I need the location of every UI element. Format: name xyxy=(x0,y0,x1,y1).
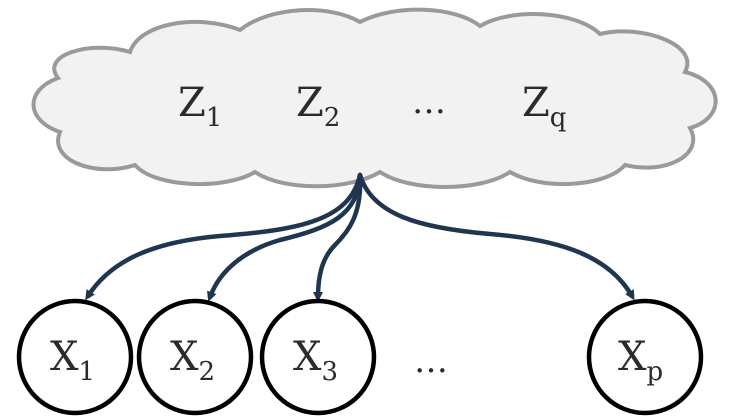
x2-subscript: 2 xyxy=(198,357,215,387)
arrow-to-x3 xyxy=(313,172,363,302)
z2-base: Z xyxy=(296,80,324,126)
x3-base: X xyxy=(293,334,322,380)
x1-base: X xyxy=(50,334,79,380)
svg-text:X3: X3 xyxy=(293,334,338,387)
x3-circle xyxy=(259,298,377,416)
observed-ellipsis: … xyxy=(414,341,448,381)
z2-subscript: 2 xyxy=(324,103,341,133)
z1-base: Z xyxy=(178,80,206,126)
arrow-to-xp xyxy=(357,172,635,301)
x1-circle xyxy=(16,298,134,416)
x2-base: X xyxy=(170,334,199,380)
xp-circle xyxy=(586,298,704,416)
latent-cloud xyxy=(31,7,718,189)
latent-node-z2: Z2 xyxy=(296,80,340,133)
x3-subscript: 3 xyxy=(321,357,338,387)
latent-node-zq: Zq xyxy=(522,80,566,133)
svg-text:X2: X2 xyxy=(170,334,215,387)
observed-node-xp: Xp xyxy=(586,298,704,416)
arrows xyxy=(85,172,635,302)
latent-node-z1: Z1 xyxy=(178,80,222,133)
xp-base: X xyxy=(618,334,647,380)
svg-text:X1: X1 xyxy=(50,334,95,387)
observed-node-x3: X3 xyxy=(259,298,377,416)
arrow-to-x2 xyxy=(207,172,363,302)
x1-subscript: 1 xyxy=(78,357,95,387)
svg-text:Xp: Xp xyxy=(618,334,663,387)
zq-subscript: q xyxy=(550,103,567,133)
latent-ellipsis: … xyxy=(412,82,446,122)
arrow-to-x1 xyxy=(85,172,363,301)
z1-subscript: 1 xyxy=(206,103,223,133)
xp-subscript: p xyxy=(646,357,663,387)
x2-circle xyxy=(136,298,254,416)
observed-node-x2: X2 xyxy=(136,298,254,416)
observed-node-x1: X1 xyxy=(16,298,134,416)
zq-base: Z xyxy=(522,80,550,126)
